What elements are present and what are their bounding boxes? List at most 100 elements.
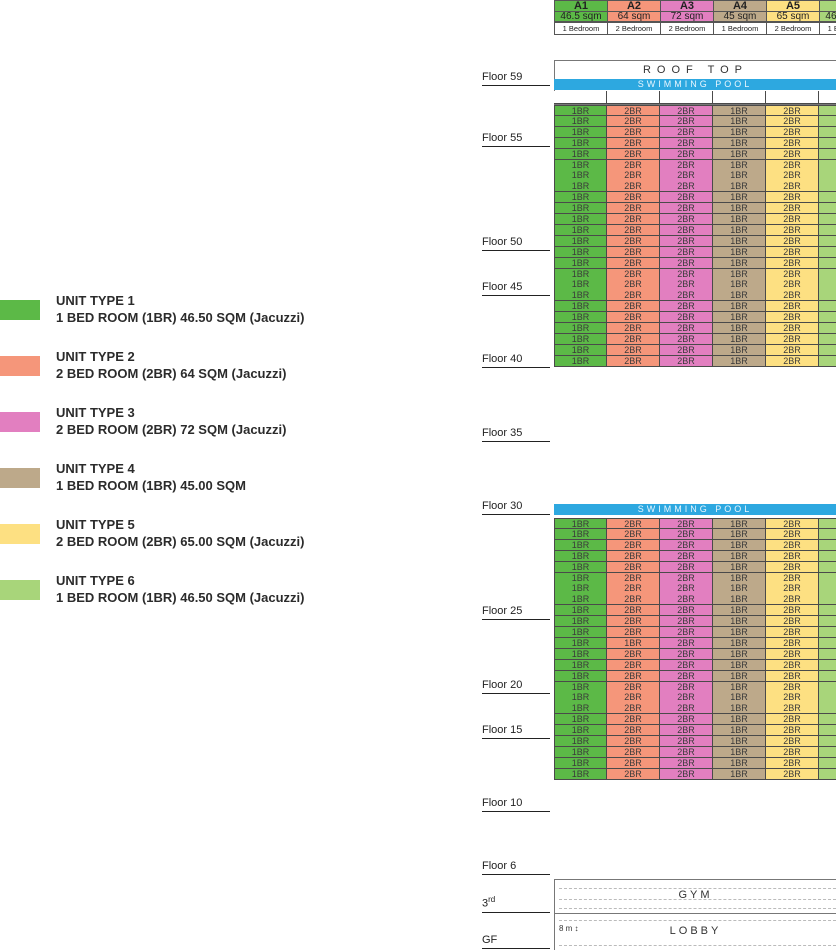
unit-cell: 1BR [713, 203, 766, 215]
unit-cell: 1BR [713, 105, 766, 117]
unit-cell: 2BR [766, 692, 819, 704]
legend-title: UNIT TYPE 1 [56, 293, 135, 308]
unit-cell: 2BR [607, 126, 660, 138]
unit-cell: 1BR [819, 246, 836, 258]
unit-cell: 2BR [660, 301, 713, 313]
unit-cell: 2BR [660, 126, 713, 138]
empty-cell [713, 91, 766, 104]
unit-cell: 1BR [554, 757, 607, 769]
unit-cell: 1BR [819, 115, 836, 128]
unit-cell: 1BR [819, 518, 836, 530]
dashed-line [559, 888, 836, 889]
unit-cell: 2BR [607, 192, 660, 204]
unit-cell: 2BR [660, 594, 713, 606]
unit-cell: 1BR [819, 290, 836, 302]
unit-cell: 1BR [554, 659, 607, 671]
unit-cell: 2BR [660, 725, 713, 737]
unit-cell: 2BR [607, 627, 660, 639]
unit-cell: 2BR [607, 257, 660, 269]
unit-cell: 2BR [766, 637, 819, 650]
unit-cell: 1BR [554, 159, 607, 171]
unit-cell: 2BR [660, 714, 713, 726]
unit-cell: 2BR [766, 648, 819, 660]
unit-cell: 2BR [766, 550, 819, 562]
unit-cell: 1BR [713, 159, 766, 171]
unit-cell: 2BR [607, 692, 660, 704]
unit-cell: 1BR [554, 137, 607, 149]
unit-cell: 1BR [713, 333, 766, 346]
unit-cell: 2BR [607, 235, 660, 247]
unit-cell: 2BR [660, 703, 713, 715]
unit-cell: 2BR [766, 659, 819, 671]
unit-cell: 2BR [660, 159, 713, 171]
unit-cell: 1BR [713, 137, 766, 149]
unit-cell: 1BR [713, 257, 766, 269]
unit-cell: 1BR [713, 627, 766, 639]
empty-cell [819, 91, 836, 104]
lobby-height-label: 8 m ↕ [559, 924, 579, 933]
unit-cell: 1BR [819, 105, 836, 117]
unit-cell: 2BR [660, 746, 713, 759]
unit-cell: 1BR [713, 594, 766, 606]
unit-cell: 2BR [607, 148, 660, 160]
unit-cell: 2BR [766, 323, 819, 335]
unit-cell: 2BR [766, 670, 819, 682]
unit-cell: 2BR [607, 757, 660, 769]
unit-cell: 1BR [713, 572, 766, 584]
unit-cell: 2BR [766, 703, 819, 715]
unit-cell: 2BR [660, 235, 713, 247]
unit-cell: 2BR [660, 692, 713, 704]
unit-cell: 2BR [660, 518, 713, 530]
unit-cell: 2BR [660, 224, 713, 237]
empty-cell [766, 91, 819, 104]
unit-cell: 1BR [554, 616, 607, 628]
unit-cell: 2BR [660, 528, 713, 541]
unit-cell: 2BR [766, 355, 819, 367]
legend-title: UNIT TYPE 4 [56, 461, 135, 476]
unit-cell: 2BR [660, 550, 713, 562]
unit-cell: 2BR [766, 561, 819, 573]
floor-label: 3rd [482, 893, 550, 913]
legend-title: UNIT TYPE 3 [56, 405, 135, 420]
unit-cell: 1BR [819, 637, 836, 650]
unit-cell: 2BR [607, 703, 660, 715]
legend-swatch [0, 300, 40, 320]
unit-cell: 2BR [660, 203, 713, 215]
unit-cell: 2BR [607, 137, 660, 149]
unit-area: 72 sqm [660, 11, 714, 22]
unit-cell: 2BR [607, 279, 660, 291]
unit-cell: 2BR [766, 518, 819, 530]
unit-cell: 2BR [607, 550, 660, 562]
legend-description: 2 BED ROOM (2BR) 64 SQM (Jacuzzi) [56, 366, 287, 381]
unit-cell: 2BR [607, 518, 660, 530]
unit-cell: 1BR [713, 518, 766, 530]
unit-cell: 2BR [607, 594, 660, 606]
unit-cell: 1BR [819, 224, 836, 237]
unit-cell: 2BR [607, 224, 660, 237]
gym-label: GYM [678, 889, 713, 901]
unit-cell: 2BR [607, 746, 660, 759]
unit-cell: 1BR [554, 681, 607, 693]
legend-title: UNIT TYPE 6 [56, 573, 135, 588]
dashed-line [559, 908, 836, 909]
unit-cell: 2BR [766, 333, 819, 346]
unit-cell: 1BR [713, 246, 766, 258]
floor-label: Floor 55 [482, 132, 550, 147]
unit-bedrooms: 2 Bedroom [766, 22, 820, 35]
unit-cell: 2BR [607, 312, 660, 324]
unit-cell: 2BR [607, 572, 660, 584]
floor-label: Floor 15 [482, 724, 550, 739]
unit-cell: 2BR [607, 344, 660, 356]
unit-cell: 1BR [819, 344, 836, 356]
unit-cell: 1BR [554, 714, 607, 726]
unit-cell: 2BR [660, 105, 713, 117]
unit-cell: 2BR [766, 736, 819, 748]
unit-cell: 1BR [819, 235, 836, 247]
legend-swatch [0, 468, 40, 488]
unit-cell: 2BR [766, 301, 819, 313]
unit-cell: 2BR [660, 214, 713, 226]
unit-bedrooms: 2 Bedroom [660, 22, 714, 35]
unit-cell: 1BR [554, 170, 607, 182]
